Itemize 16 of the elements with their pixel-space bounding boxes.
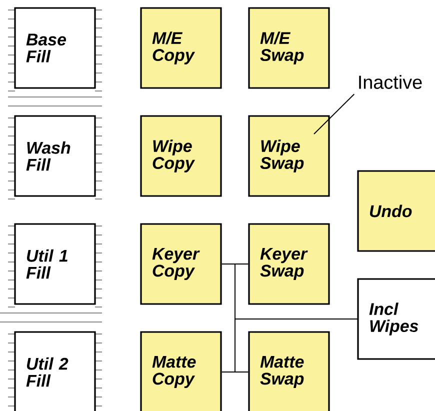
panel-button: Keyer Swap	[248, 223, 330, 305]
panel-button: M/E Copy	[140, 7, 222, 89]
panel-button: Base Fill	[14, 7, 96, 89]
panel-button: Wash Fill	[14, 115, 96, 197]
panel-button: Wipe Swap	[248, 115, 330, 197]
panel-button: Keyer Copy	[140, 223, 222, 305]
panel-button: Matte Swap	[248, 331, 330, 411]
panel-button: Incl Wipes	[357, 278, 435, 360]
panel-button: Undo	[357, 170, 435, 252]
callout-label: Inactive	[359, 75, 422, 89]
panel-button: Wipe Copy	[140, 115, 222, 197]
panel-button: Util 2 Fill	[14, 331, 96, 411]
panel-button: Matte Copy	[140, 331, 222, 411]
leader-line	[314, 94, 355, 134]
panel-button: M/E Swap	[248, 7, 330, 89]
panel-button: Util 1 Fill	[14, 223, 96, 305]
